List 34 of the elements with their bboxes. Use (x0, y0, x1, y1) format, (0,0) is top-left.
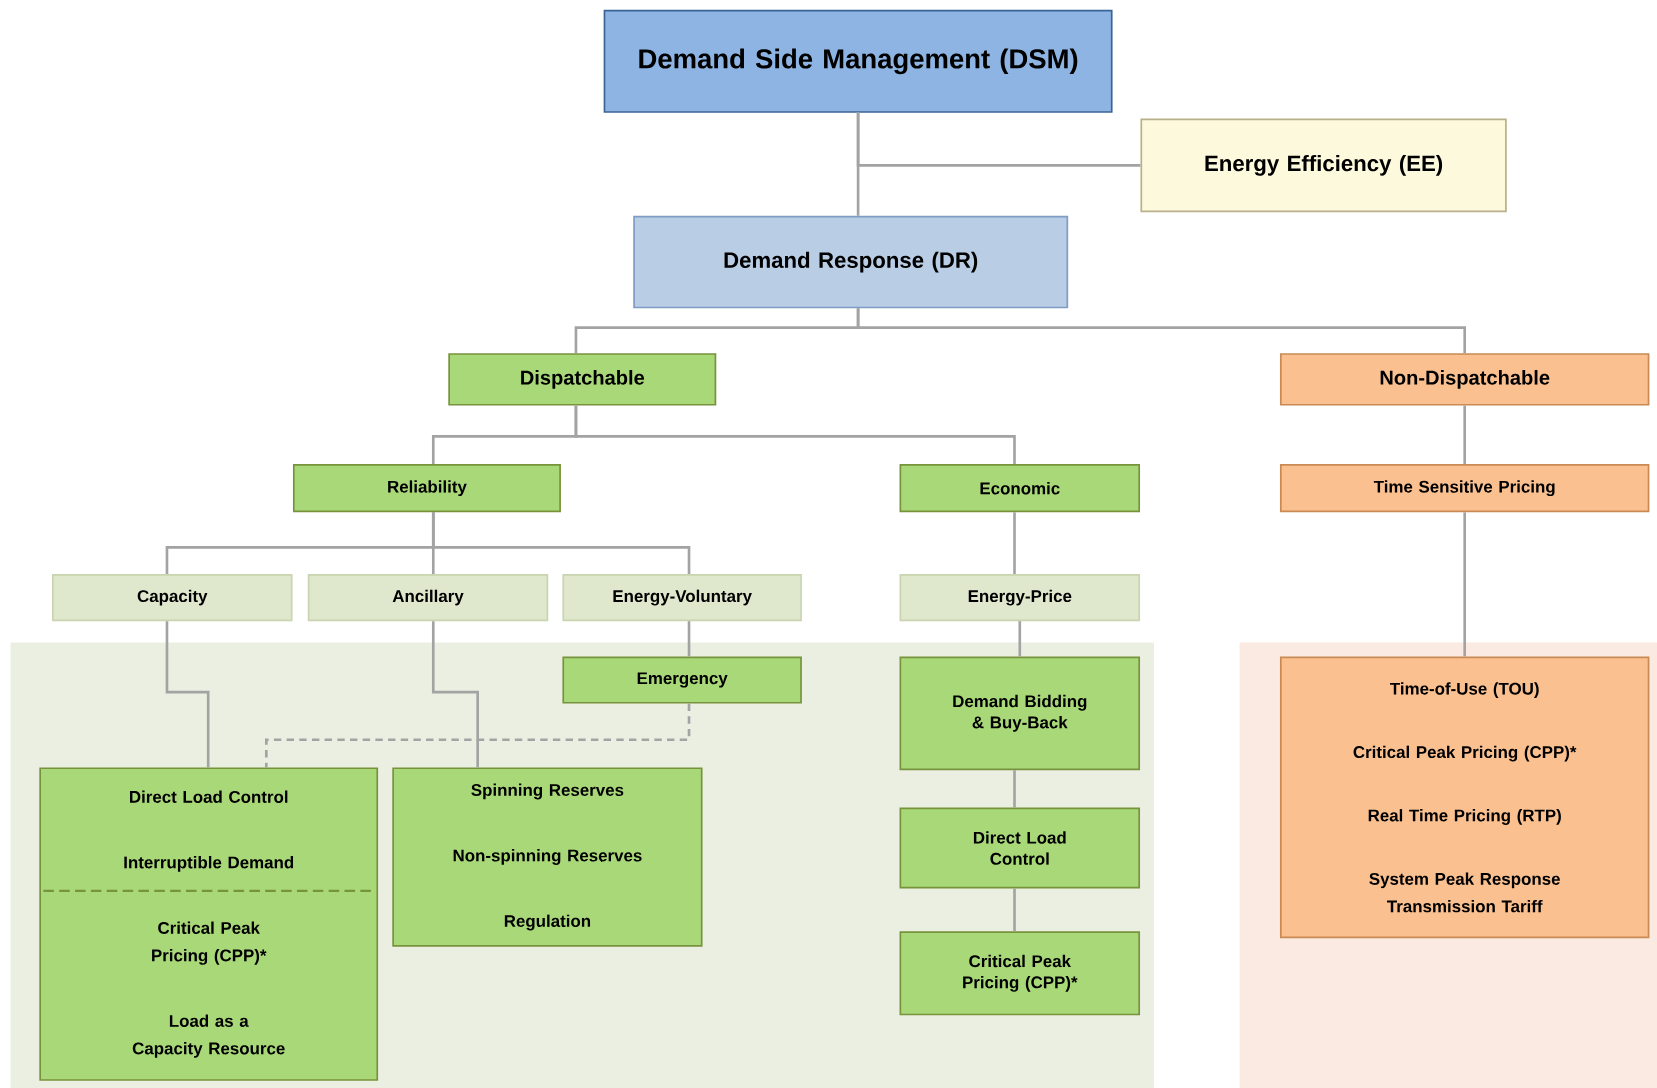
category-box: Dispatchable (448, 352, 717, 406)
connector (856, 308, 1466, 353)
category-box: Critical Peak Pricing (CPP)* (899, 931, 1141, 1016)
subcategory-box: Energy-Voluntary (562, 573, 802, 621)
connector (1013, 888, 1016, 931)
category-box: Emergency (562, 656, 802, 704)
category-box: Direct Load Control Interruptible Demand Critical Peak Pricing (CPP)* Load as a Capacity Resource (39, 767, 379, 1081)
connector (165, 620, 210, 768)
connector (856, 111, 1141, 167)
connector (1463, 405, 1466, 464)
connector (1013, 512, 1016, 574)
connector (265, 703, 691, 768)
connector (1013, 769, 1016, 808)
connector (1463, 512, 1466, 657)
category-box: Demand Bidding & Buy-Back (899, 656, 1141, 770)
connector (431, 620, 479, 768)
category-box: Non-Dispatchable (1279, 352, 1650, 406)
category-box: Economic (899, 463, 1141, 513)
category-box: Spinning Reserves Non-spinning Reserves Regulation (392, 767, 703, 947)
category-box: Reliability (292, 463, 561, 513)
category-box: Direct Load Control (899, 807, 1141, 889)
category-box: Demand Response (DR) (633, 215, 1069, 309)
subcategory-box: Ancillary (307, 573, 549, 621)
connector (856, 112, 860, 216)
connector (431, 512, 691, 574)
category-box: Time Sensitive Pricing (1279, 463, 1650, 513)
subcategory-box: Energy-Price (899, 573, 1141, 621)
subcategory-box: Capacity (52, 573, 293, 621)
category-box: Energy Efficiency (EE) (1140, 118, 1507, 212)
category-box: Demand Side Management (DSM) (603, 9, 1113, 113)
connector (1018, 620, 1022, 657)
category-box: Time-of-Use (TOU) Critical Peak Pricing (CPP)* Real Time Pricing (RTP) System Peak Response Transmission Tariff (1279, 656, 1650, 938)
connector (574, 405, 1016, 464)
connector (687, 620, 691, 657)
